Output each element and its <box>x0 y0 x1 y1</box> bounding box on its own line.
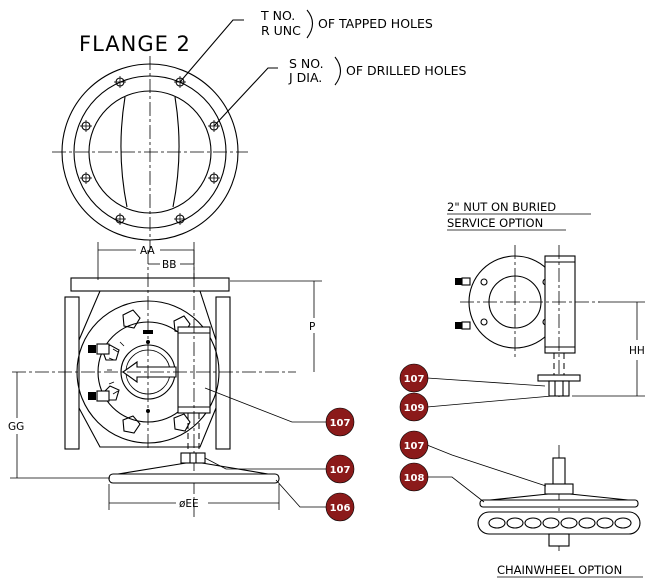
balloon-107-chainwheel: 107 <box>399 430 429 460</box>
balloon-109: 109 <box>399 392 429 422</box>
dimension-hh: HH <box>572 301 645 397</box>
svg-text:R UNC: R UNC <box>261 23 301 38</box>
handwheel <box>108 452 280 484</box>
svg-text:P: P <box>309 321 315 333</box>
svg-text:BB: BB <box>162 259 176 271</box>
left-flange <box>64 296 80 450</box>
svg-text:108: 108 <box>404 473 425 484</box>
bolt-hole <box>114 213 126 225</box>
balloon-107-handwheel: 107 <box>325 454 355 484</box>
svg-text:J DIA.: J DIA. <box>288 70 322 85</box>
balloon-106: 106 <box>325 492 355 522</box>
right-flange <box>215 296 231 450</box>
svg-text:109: 109 <box>404 403 425 414</box>
tapped-holes-note: T NO. R UNC OF TAPPED HOLES <box>260 8 433 39</box>
bolt-hole <box>208 172 220 184</box>
top-flange <box>70 277 230 292</box>
drilled-holes-note: S NO. J DIA. OF DRILLED HOLES <box>288 56 467 86</box>
svg-text:107: 107 <box>330 465 351 476</box>
bolt-hole <box>80 120 92 132</box>
flange-view: FLANGE 2 <box>52 19 278 250</box>
dimension-aa: AA <box>97 242 195 280</box>
bolt-hole <box>114 76 126 88</box>
dimension-gg: GG <box>8 372 110 479</box>
drilled-holes-leader <box>213 67 278 127</box>
svg-text:S NO.: S NO. <box>289 56 324 71</box>
svg-text:OF TAPPED HOLES: OF TAPPED HOLES <box>318 16 433 31</box>
operating-nut <box>548 380 570 397</box>
operating-nut-cap <box>537 374 581 382</box>
svg-text:GG: GG <box>8 421 24 433</box>
body-top-outline <box>78 290 217 341</box>
chainwheel-option-title: CHAINWHEEL OPTION <box>497 563 643 578</box>
flange-title: FLANGE 2 <box>79 32 191 56</box>
svg-text:2" NUT ON BURIED: 2" NUT ON BURIED <box>447 200 556 214</box>
balloon-107-nut: 107 <box>399 363 429 393</box>
bolt-hole <box>80 172 92 184</box>
svg-text:107: 107 <box>404 374 425 385</box>
chainwheel-rim <box>479 499 639 508</box>
actuator-bolts <box>88 343 110 402</box>
tapped-holes-leader <box>179 19 244 83</box>
svg-text:OF DRILLED HOLES: OF DRILLED HOLES <box>346 63 467 78</box>
body-bottom-outline <box>78 407 217 448</box>
dimension-bb: BB <box>148 259 194 271</box>
svg-text:SERVICE OPTION: SERVICE OPTION <box>447 216 543 230</box>
chainwheel-view <box>477 445 641 552</box>
svg-text:T NO.: T NO. <box>260 8 295 23</box>
chain-links <box>488 517 632 529</box>
balloon-107-actuator: 107 <box>325 407 355 437</box>
position-indicator <box>107 341 125 395</box>
bolt-hole <box>174 213 186 225</box>
svg-text:AA: AA <box>140 245 155 257</box>
dimension-p: P <box>230 280 322 372</box>
svg-text:106: 106 <box>330 503 351 514</box>
dimension-ee: øEE <box>108 484 280 510</box>
nut-option-title: 2" NUT ON BURIED SERVICE OPTION <box>447 200 591 231</box>
svg-text:øEE: øEE <box>179 498 199 510</box>
nut-option-view <box>455 245 600 400</box>
nut-actuator-box <box>544 255 576 354</box>
svg-text:107: 107 <box>330 418 351 429</box>
balloon-108: 108 <box>399 462 429 492</box>
svg-text:HH: HH <box>629 345 645 357</box>
bolt-holes <box>80 76 220 225</box>
svg-text:107: 107 <box>404 441 425 452</box>
svg-text:CHAINWHEEL OPTION: CHAINWHEEL OPTION <box>497 563 622 577</box>
main-valve-view <box>12 250 296 520</box>
